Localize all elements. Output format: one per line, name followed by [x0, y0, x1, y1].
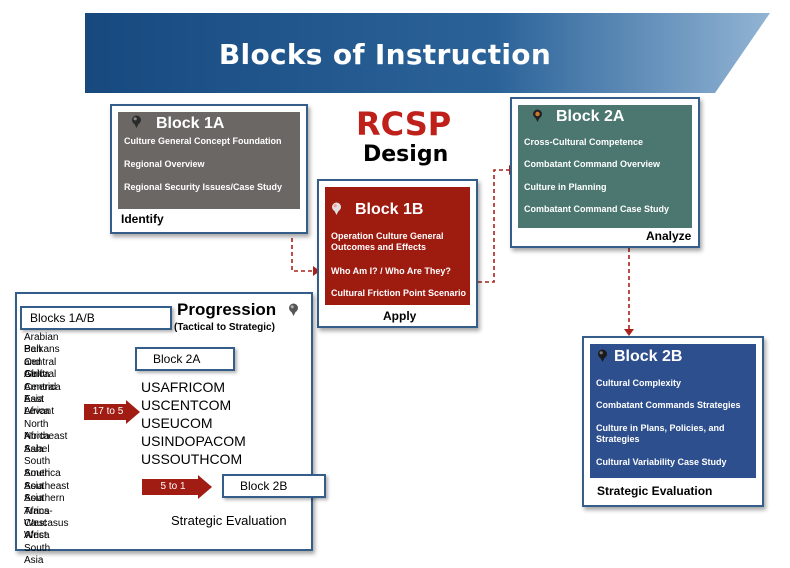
- block-2a-stage: Analyze: [646, 229, 692, 243]
- command-item: USEUCOM: [141, 415, 213, 431]
- progression-panel: [15, 292, 313, 551]
- block-2b-item: Combatant Commands Strategies: [596, 400, 741, 410]
- page-title: Blocks of Instruction: [218, 38, 552, 71]
- region-item: Sahel: [24, 443, 50, 455]
- region-item: South Asia: [24, 468, 51, 492]
- block-2b-item: Cultural Complexity: [596, 378, 682, 388]
- block-2a-card: Block 2A Cross-Cultural Competence Comba…: [510, 97, 700, 248]
- title-banner: [85, 13, 770, 93]
- region-item: West Africa: [24, 518, 50, 542]
- block-1b-item: Who Am I? / Who Are They?: [331, 266, 451, 276]
- region-item: Southern Africa: [24, 493, 65, 517]
- region-item: Central Asia: [24, 381, 57, 405]
- region-item: Trans-Caucasus: [24, 505, 69, 529]
- command-item: USSOUTHCOM: [141, 451, 243, 467]
- region-item: Northeast Asia: [24, 431, 68, 455]
- block-1a-item: Regional Security Issues/Case Study: [124, 182, 283, 192]
- tag-block-2b: Block 2B: [222, 474, 326, 498]
- map-pin-icon: [132, 115, 141, 128]
- block-1b-item: Operation Culture General Outcomes and E…: [331, 231, 444, 252]
- block-2a-item: Combatant Command Case Study: [524, 204, 670, 214]
- region-item: Balkans: [24, 344, 60, 356]
- progression-subtitle: (Tactical to Strategic): [174, 322, 275, 333]
- region-item: Central America: [24, 369, 61, 393]
- block-2b-item: Culture in Plans, Policies, and Strategi…: [596, 423, 725, 444]
- command-item: USCENTCOM: [141, 397, 232, 413]
- block-1b-panel: Block 1B Operation Culture General Outco…: [325, 187, 470, 305]
- arrow-5-to-1-label: 5 to 1: [160, 481, 186, 492]
- region-item: Central Africa: [24, 356, 57, 381]
- tag-blocks-1ab: Blocks 1A/B: [20, 306, 172, 330]
- command-item: USAFRICOM: [141, 379, 225, 395]
- block-1a-item: Regional Overview: [124, 159, 205, 169]
- block-2b-card: Block 2B Cultural Complexity Combatant C…: [582, 336, 764, 507]
- block-2a-panel: Block 2A Cross-Cultural Competence Comba…: [518, 105, 692, 228]
- progression-title: Progression: [177, 300, 277, 319]
- command-item: USINDOPACOM: [141, 433, 246, 449]
- map-pin-icon: [598, 349, 607, 362]
- region-item: North Africa: [24, 418, 50, 443]
- block-2a-title: Block 2A: [556, 108, 625, 125]
- tag-block-2a: Block 2A: [135, 347, 235, 371]
- region-item: Arabian Pen and Gulf: [24, 332, 59, 381]
- block-2a-item: Culture in Planning: [524, 182, 607, 192]
- map-pin-icon: [332, 202, 341, 215]
- block-1b-stage: Apply: [383, 309, 417, 323]
- block-1a-item: Culture General Concept Foundation: [124, 136, 282, 146]
- block-2b-stage: Strategic Evaluation: [597, 484, 713, 498]
- region-item: East Africa: [24, 394, 50, 418]
- region-item: Southeast Asia: [24, 480, 70, 505]
- map-pin-icon: [289, 303, 298, 316]
- region-item: South America: [24, 456, 61, 480]
- region-item: Levant: [24, 406, 55, 418]
- block-2a-item: Cross-Cultural Competence: [524, 137, 644, 147]
- block-2b-panel: Block 2B Cultural Complexity Combatant C…: [590, 344, 756, 478]
- block-1a-stage: Identify: [121, 212, 164, 226]
- region-item: West South Asia: [24, 530, 51, 567]
- block-1b-card: Block 1B Operation Culture General Outco…: [317, 179, 478, 328]
- arrow-17-to-5-label: 17 to 5: [92, 406, 124, 417]
- rcsp-title: RCSP: [356, 105, 452, 143]
- block-2b-title: Block 2B: [614, 348, 683, 365]
- map-pin-icon: [533, 109, 542, 122]
- block-1a-panel: Block 1A Culture General Concept Foundat…: [118, 112, 300, 209]
- arrow-5-to-1: [142, 475, 212, 499]
- block-2b-item: Cultural Variability Case Study: [596, 457, 727, 467]
- block-1b-title: Block 1B: [355, 201, 424, 218]
- rcsp-subtitle: Design: [363, 142, 449, 167]
- block-2a-item: Combatant Command Overview: [524, 159, 661, 169]
- progression-strategic-evaluation: Strategic Evaluation: [171, 513, 287, 528]
- arrow-17-to-5: [84, 400, 140, 424]
- block-1b-item: Cultural Friction Point Scenario: [331, 288, 467, 298]
- block-1a-card: Block 1A Culture General Concept Foundat…: [110, 104, 308, 234]
- block-1a-title: Block 1A: [156, 115, 225, 132]
